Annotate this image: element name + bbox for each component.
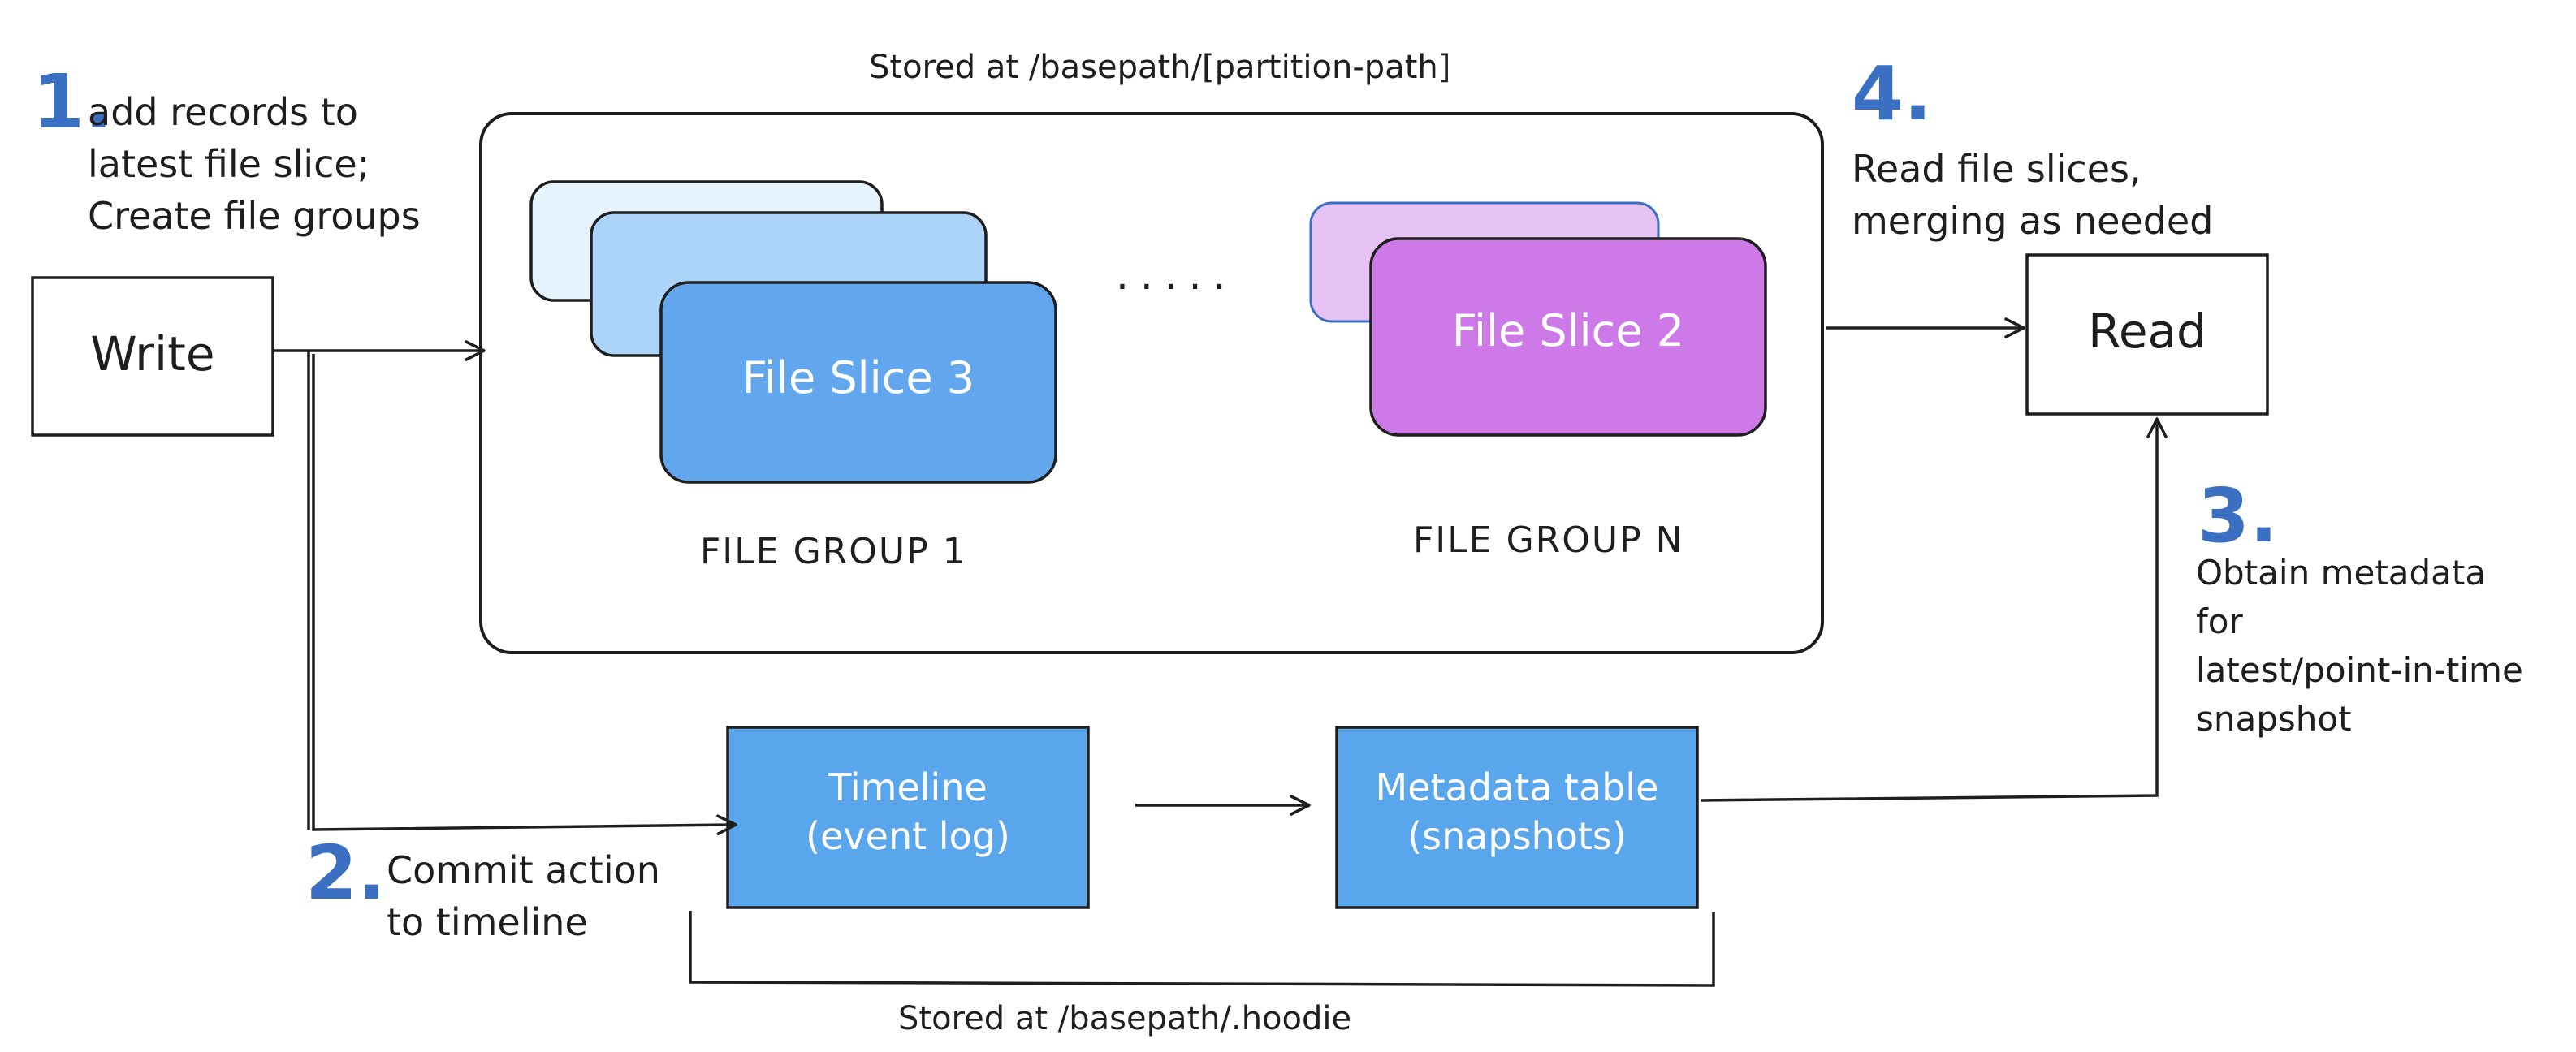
file-group-1-slice-front — [659, 281, 1057, 484]
file-group-1-label: FILE GROUP 1 — [700, 531, 967, 572]
step-4-line: merging as needed — [1852, 199, 2214, 243]
step-3-line: snapshot — [2196, 699, 2352, 739]
hoodie-storage-caption: Stored at /basepath/.hoodie — [898, 1000, 1352, 1037]
step-2-line: Commit action — [387, 848, 660, 892]
partition-storage-caption: Stored at /basepath/[partition-path] — [869, 49, 1451, 86]
step-3-line: Obtain metadata — [2196, 553, 2487, 593]
file-group-n-slice-front — [1369, 237, 1767, 437]
step-2-number: 2. — [305, 830, 386, 916]
partition-container — [479, 112, 1824, 654]
read-box — [2025, 253, 2269, 416]
step-3-line: for — [2196, 601, 2243, 641]
write-box — [31, 276, 274, 437]
step-4-line: Read file slices, — [1852, 147, 2142, 191]
step-4-note: Read file slices, merging as needed — [1852, 143, 2213, 247]
step-1-number: 1. — [32, 58, 113, 145]
metadata-label-line: Metadata table — [1375, 765, 1659, 809]
metadata-label: Metadata table (snapshots) — [1337, 763, 1697, 860]
read-label: Read — [2088, 304, 2206, 359]
step-3-number: 3. — [2198, 472, 2278, 559]
file-group-n-label: FILE GROUP N — [1413, 520, 1684, 561]
write-label: Write — [90, 326, 215, 382]
hoodie-storage-bracket — [689, 911, 1715, 987]
file-group-separator: ..... — [1116, 252, 1238, 299]
metadata-label-line: (snapshots) — [1407, 814, 1627, 858]
step-3-line: latest/point-in-time — [2196, 650, 2523, 690]
step-1-line: add records to — [88, 90, 358, 134]
timeline-box — [726, 726, 1090, 909]
step-1-line: Create file groups — [88, 194, 421, 238]
metadata-to-read-arrow — [1700, 417, 2168, 802]
timeline-label: Timeline (event log) — [728, 763, 1088, 860]
step-4-number: 4. — [1852, 50, 1932, 137]
metadata-box — [1335, 726, 1699, 909]
file-slice-3-label: File Slice 3 — [741, 352, 975, 403]
timeline-label-line: (event log) — [806, 814, 1010, 858]
timeline-label-line: Timeline — [828, 765, 988, 809]
step-2-line: to timeline — [387, 900, 588, 944]
file-slice-2-label: File Slice 2 — [1451, 305, 1685, 356]
step-3-note: Obtain metadata for latest/point-in-time… — [2196, 549, 2523, 744]
step-2-note: Commit action to timeline — [387, 844, 660, 948]
write-to-timeline-arrow — [312, 354, 737, 836]
step-1-note: add records to latest file slice; Create… — [88, 86, 421, 242]
step-1-line: latest file slice; — [88, 142, 370, 186]
